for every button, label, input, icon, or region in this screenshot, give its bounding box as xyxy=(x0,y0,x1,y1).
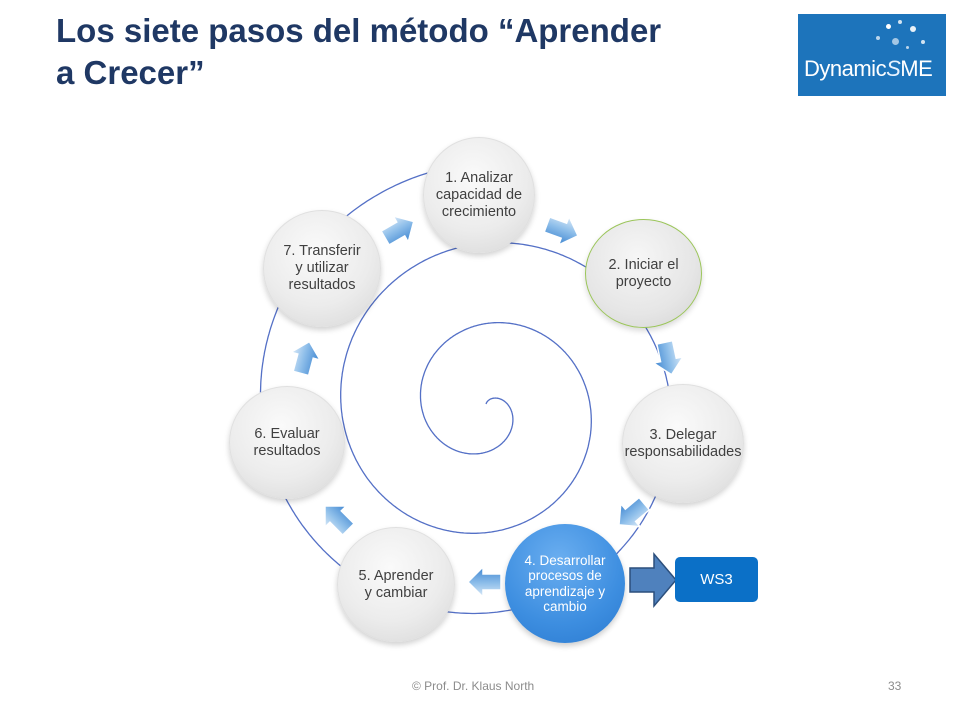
step-node-7: 7. Transferir y utilizar resultados xyxy=(263,210,381,327)
logo-dot xyxy=(906,46,909,49)
cycle-arrow-2 xyxy=(651,339,685,376)
step-node-5: 5. Aprender y cambiar xyxy=(337,527,455,642)
step-label-1: 1. Analizar capacidad de crecimiento xyxy=(435,169,523,220)
step-label-4: 4. Desarrollar procesos de aprendizaje y… xyxy=(524,552,606,615)
cycle-arrow-7 xyxy=(380,214,415,246)
slide-title-line-1: Los siete pasos del método “Aprender xyxy=(56,12,662,49)
logo-dot xyxy=(886,24,891,29)
logo-text-main: Dynamic xyxy=(804,56,887,81)
logo-wordmark: DynamicSME xyxy=(804,56,933,81)
slide-title-line-2: a Crecer” xyxy=(56,54,205,91)
cycle-arrow-5 xyxy=(324,505,356,537)
logo-dot xyxy=(910,26,916,32)
footer-copyright: © Prof. Dr. Klaus North xyxy=(412,679,535,693)
step-label-5: 5. Aprender y cambiar xyxy=(358,567,434,601)
logo-dot xyxy=(892,38,899,45)
step-label-7: 7. Transferir y utilizar resultados xyxy=(283,243,361,293)
step-label-3: 3. Delegar responsabilidades xyxy=(624,426,742,460)
callout-arrow xyxy=(629,551,677,609)
step-label-2: 2. Iniciar el proyecto xyxy=(608,256,679,290)
cycle-arrow-1 xyxy=(543,214,579,247)
footer-page-number: 33 xyxy=(888,679,902,693)
logo-text-tail: ME xyxy=(900,56,933,81)
cycle-arrows xyxy=(289,214,685,599)
step-node-4: 4. Desarrollar procesos de aprendizaje y… xyxy=(505,524,625,643)
spiral-curve xyxy=(259,161,673,615)
logo-dot xyxy=(876,36,880,40)
cycle-arrow-3 xyxy=(618,496,651,528)
step-label-6: 6. Evaluar resultados xyxy=(253,425,321,459)
cycle-arrow-4 xyxy=(466,565,502,599)
logo-dot xyxy=(921,40,925,44)
step-node-6: 6. Evaluar resultados xyxy=(229,386,345,499)
step-node-2: 2. Iniciar el proyecto xyxy=(585,219,702,328)
dynamicsme-logo: DynamicSME xyxy=(798,14,946,96)
ws3-pointer-arrow xyxy=(629,551,677,609)
cycle-arrow-6 xyxy=(289,340,322,377)
ws3-callout: WS3 xyxy=(675,557,758,602)
step-node-1: 1. Analizar capacidad de crecimiento xyxy=(423,137,535,253)
step-node-3: 3. Delegar responsabilidades xyxy=(622,384,744,503)
slide-title: Los siete pasos del método “Aprender a C… xyxy=(56,10,776,94)
ws3-label: WS3 xyxy=(700,571,733,588)
logo-dot xyxy=(898,20,902,24)
